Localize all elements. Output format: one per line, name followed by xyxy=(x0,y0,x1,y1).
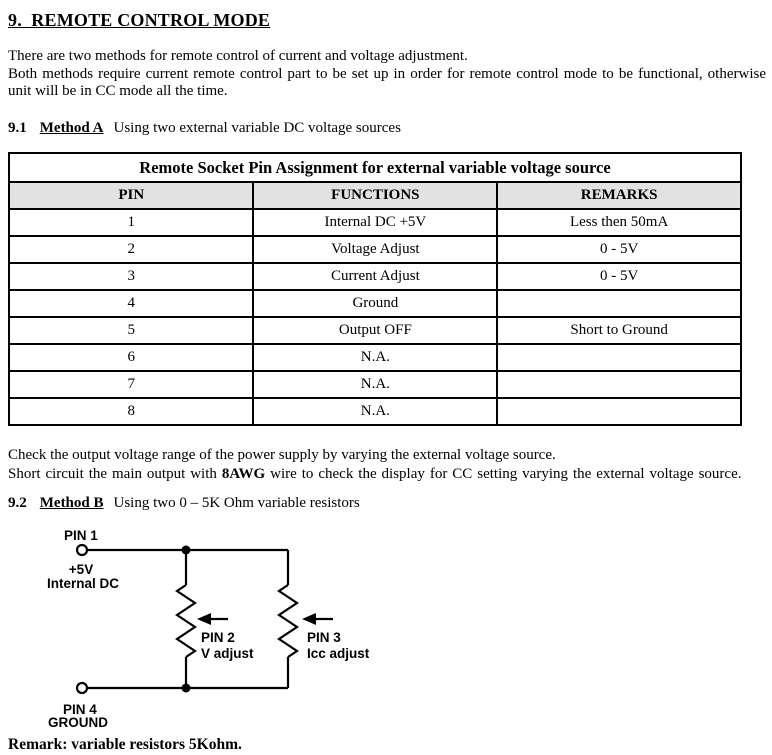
bottom-junction-dot-icon xyxy=(181,683,191,693)
cell-remark: Less then 50mA xyxy=(496,208,742,237)
col-header-functions: FUNCTIONS xyxy=(252,181,499,210)
cell-function: Internal DC +5V xyxy=(252,208,499,237)
pin-assignment-table: Remote Socket Pin Assignment for externa… xyxy=(7,152,742,426)
ground-label: GROUND xyxy=(48,715,108,730)
cell-pin: 3 xyxy=(7,262,255,291)
plus5v-label: +5V xyxy=(69,562,93,577)
section-heading: 9. REMOTE CONTROL MODE xyxy=(8,10,271,30)
pin2-label: PIN 2 xyxy=(201,630,235,645)
method-a-title: Method A xyxy=(39,120,104,136)
table-header-row: PIN FUNCTIONS REMARKS xyxy=(7,181,742,210)
wiper-arrow-pin2-icon xyxy=(197,613,211,625)
short-circuit-post: wire to check the display for CC setting… xyxy=(265,465,742,482)
cell-pin: 6 xyxy=(7,343,255,372)
method-b-number: 9.2 xyxy=(8,495,27,511)
post-table-paragraph: Check the output voltage range of the po… xyxy=(8,446,768,483)
short-circuit-pre: Short circuit the main output with xyxy=(8,465,222,482)
cell-pin: 5 xyxy=(7,316,255,345)
cell-remark: Short to Ground xyxy=(496,316,742,345)
cell-function: Voltage Adjust xyxy=(252,235,499,264)
cell-pin: 7 xyxy=(7,370,255,399)
internal-dc-label: Internal DC xyxy=(47,576,119,591)
short-circuit-line: Short circuit the main output with 8AWG … xyxy=(8,465,768,484)
wiper-arrow-pin3-icon xyxy=(302,613,316,625)
cell-remark: 0 - 5V xyxy=(496,235,742,264)
cell-pin: 2 xyxy=(7,235,255,264)
col-header-pin: PIN xyxy=(7,181,255,210)
method-a-number: 9.1 xyxy=(8,120,27,136)
cell-pin: 1 xyxy=(7,208,255,237)
table-row: 8 N.A. xyxy=(7,397,742,426)
table-title: Remote Socket Pin Assignment for externa… xyxy=(8,152,742,183)
resistor-pin2-icon xyxy=(175,584,197,658)
cell-function: Output OFF xyxy=(252,316,499,345)
cell-remark xyxy=(496,343,742,372)
v-adjust-label: V adjust xyxy=(201,646,254,661)
method-a-line: 9.1 Method A Using two external variable D… xyxy=(8,120,401,137)
resistor-pin3-icon xyxy=(277,584,299,658)
icc-adjust-label: Icc adjust xyxy=(307,646,370,661)
table-row: 3 Current Adjust 0 - 5V xyxy=(7,262,742,291)
pin1-label: PIN 1 xyxy=(64,528,98,543)
cell-function: N.A. xyxy=(252,370,499,399)
method-b-description: Using two 0 – 5K Ohm variable resistors xyxy=(113,495,360,511)
table-row: 1 Internal DC +5V Less then 50mA xyxy=(7,208,742,237)
method-b-title: Method B xyxy=(39,495,104,511)
cell-pin: 4 xyxy=(7,289,255,318)
table-row: 6 N.A. xyxy=(7,343,742,372)
pin3-label: PIN 3 xyxy=(307,630,341,645)
cell-remark: 0 - 5V xyxy=(496,262,742,291)
cell-pin: 8 xyxy=(7,397,255,426)
remark-line: Remark: variable resistors 5Kohm. xyxy=(8,736,242,753)
method-b-line: 9.2 Method B Using two 0 – 5K Ohm variable… xyxy=(8,495,360,512)
wire-gauge: 8AWG xyxy=(221,465,266,482)
intro-line-1: There are two methods for remote control… xyxy=(8,48,468,64)
table-row: 4 Ground xyxy=(7,289,742,318)
cell-function: N.A. xyxy=(252,397,499,426)
intro-paragraph-2: Both methods require current remote cont… xyxy=(8,66,766,99)
col-header-remarks: REMARKS xyxy=(496,181,742,210)
cell-remark xyxy=(496,397,742,426)
method-a-description: Using two external variable DC voltage s… xyxy=(113,120,401,136)
pin4-terminal-icon xyxy=(75,681,89,695)
cell-remark xyxy=(496,289,742,318)
table-row: 5 Output OFF Short to Ground xyxy=(7,316,742,345)
pin4-label: PIN 4 xyxy=(63,702,97,717)
pin1-terminal-icon xyxy=(75,543,89,557)
table-row: 2 Voltage Adjust 0 - 5V xyxy=(7,235,742,264)
cell-function: Ground xyxy=(252,289,499,318)
cell-remark xyxy=(496,370,742,399)
check-output-line: Check the output voltage range of the po… xyxy=(8,447,556,463)
table-row: 7 N.A. xyxy=(7,370,742,399)
cell-function: N.A. xyxy=(252,343,499,372)
circuit-diagram: PIN 1 +5V Internal DC PIN 2 V adjust PIN… xyxy=(47,528,370,730)
cell-function: Current Adjust xyxy=(252,262,499,291)
table-title-row: Remote Socket Pin Assignment for externa… xyxy=(8,152,742,183)
